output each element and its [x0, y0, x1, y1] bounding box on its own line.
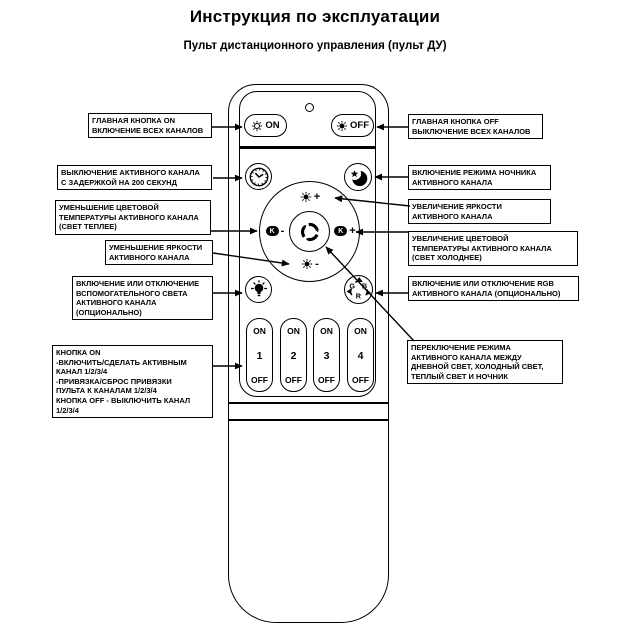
- channel-off-button[interactable]: OFF: [285, 375, 302, 385]
- plus-sign: +: [313, 190, 321, 203]
- brightness-up-button[interactable]: +: [294, 190, 326, 204]
- moon-star-icon: [348, 167, 368, 187]
- body-seam-line-bottom: [229, 419, 388, 422]
- callout-temp-colder: УВЕЛИЧЕНИЕ ЦВЕТОВОЙ ТЕМПЕРАТУРЫ АКТИВНОГ…: [408, 231, 578, 266]
- sun-filled-icon: [302, 258, 313, 270]
- channel-on-button[interactable]: ON: [320, 326, 333, 336]
- callout-main-on: ГЛАВНАЯ КНОПКА ON ВКЛЮЧЕНИЕ ВСЕХ КАНАЛОВ: [88, 113, 212, 139]
- ir-led-indicator: [305, 103, 314, 112]
- aux-light-button[interactable]: [245, 276, 272, 303]
- callout-mode-cycle: ПЕРЕКЛЮЧЕНИЕ РЕЖИМА АКТИВНОГО КАНАЛА МЕЖ…: [407, 340, 563, 385]
- callout-night-mode: ВКЛЮЧЕНИЕ РЕЖИМА НОЧНИКА АКТИВНОГО КАНАЛ…: [408, 165, 551, 191]
- channel-on-button[interactable]: ON: [253, 326, 266, 336]
- main-on-label: ON: [265, 120, 280, 131]
- channel-on-button[interactable]: ON: [354, 326, 367, 336]
- channel-1-button: ON 1 OFF: [246, 318, 273, 392]
- callout-rgb: ВКЛЮЧЕНИЕ ИЛИ ОТКЛЮЧЕНИЕ RGB АКТИВНОГО К…: [408, 276, 579, 302]
- main-on-button[interactable]: ON: [244, 114, 287, 137]
- clock-icon: [249, 167, 268, 186]
- color-temp-warm-button[interactable]: K -: [261, 224, 289, 238]
- rgb-letter-r: R: [356, 291, 362, 300]
- kelvin-icon: K: [265, 226, 279, 236]
- channel-3-button: ON 3 OFF: [313, 318, 340, 392]
- rgb-letter-g: G: [349, 281, 355, 290]
- callout-delay-off: ВЫКЛЮЧЕНИЕ АКТИВНОГО КАНАЛА С ЗАДЕРЖКОЙ …: [57, 165, 212, 191]
- page-title: Инструкция по эксплуатации: [189, 7, 441, 26]
- mode-cycle-button[interactable]: [289, 211, 330, 252]
- channel-4-button: ON 4 OFF: [347, 318, 374, 392]
- callout-channel-buttons: КНОПКА ON -ВКЛЮЧИТЬ/СДЕЛАТЬ АКТИВНЫМ КАН…: [52, 345, 213, 419]
- rgb-letter-b: B: [362, 281, 367, 290]
- sun-filled-icon: [300, 191, 311, 203]
- delay-off-timer-button[interactable]: [245, 163, 272, 190]
- minus-sign: -: [315, 257, 319, 270]
- minus-sign: -: [280, 224, 285, 237]
- channel-number: 2: [290, 349, 297, 362]
- page-subtitle: Пульт дистанционного управления (пульт Д…: [183, 40, 447, 52]
- panel-divider: [240, 146, 375, 149]
- body-seam-line-top: [229, 402, 388, 405]
- callout-brightness-down: УМЕНЬШЕНИЕ ЯРКОСТИ АКТИВНОГО КАНАЛА: [105, 240, 213, 266]
- callout-main-off: ГЛАВНАЯ КНОПКА OFF ВЫКЛЮЧЕНИЕ ВСЕХ КАНАЛ…: [408, 114, 543, 140]
- rgb-mode-button[interactable]: G B R: [344, 275, 373, 304]
- sun-filled-icon: [336, 120, 348, 131]
- channel-on-button[interactable]: ON: [287, 326, 300, 336]
- channel-number: 4: [357, 349, 364, 362]
- color-temp-cold-button[interactable]: K +: [331, 224, 359, 238]
- channel-number: 3: [323, 349, 330, 362]
- callout-brightness-up: УВЕЛИЧЕНИЕ ЯРКОСТИ АКТИВНОГО КАНАЛА: [408, 199, 551, 225]
- callout-aux-light: ВКЛЮЧЕНИЕ ИЛИ ОТКЛЮЧЕНИЕ ВСПОМОГАТЕЛЬНОГ…: [72, 276, 213, 321]
- kelvin-icon: K: [334, 226, 348, 236]
- channel-off-button[interactable]: OFF: [318, 375, 335, 385]
- bulb-icon: [250, 279, 267, 296]
- channel-2-button: ON 2 OFF: [280, 318, 307, 392]
- rgb-cycle-icon: G B R: [346, 276, 372, 300]
- plus-sign: +: [349, 224, 356, 237]
- channel-off-button[interactable]: OFF: [352, 375, 369, 385]
- night-mode-button[interactable]: [344, 163, 372, 191]
- sun-outline-icon: [252, 120, 263, 131]
- brightness-down-button[interactable]: -: [294, 257, 326, 271]
- callout-temp-warmer: УМЕНЬШЕНИЕ ЦВЕТОВОЙ ТЕМПЕРАТУРЫ АКТИВНОГ…: [55, 200, 211, 235]
- main-off-button[interactable]: OFF: [331, 114, 374, 137]
- channel-number: 1: [256, 349, 263, 362]
- main-off-label: OFF: [350, 120, 369, 131]
- channel-off-button[interactable]: OFF: [251, 375, 268, 385]
- cycle-arrows-icon: [300, 222, 319, 241]
